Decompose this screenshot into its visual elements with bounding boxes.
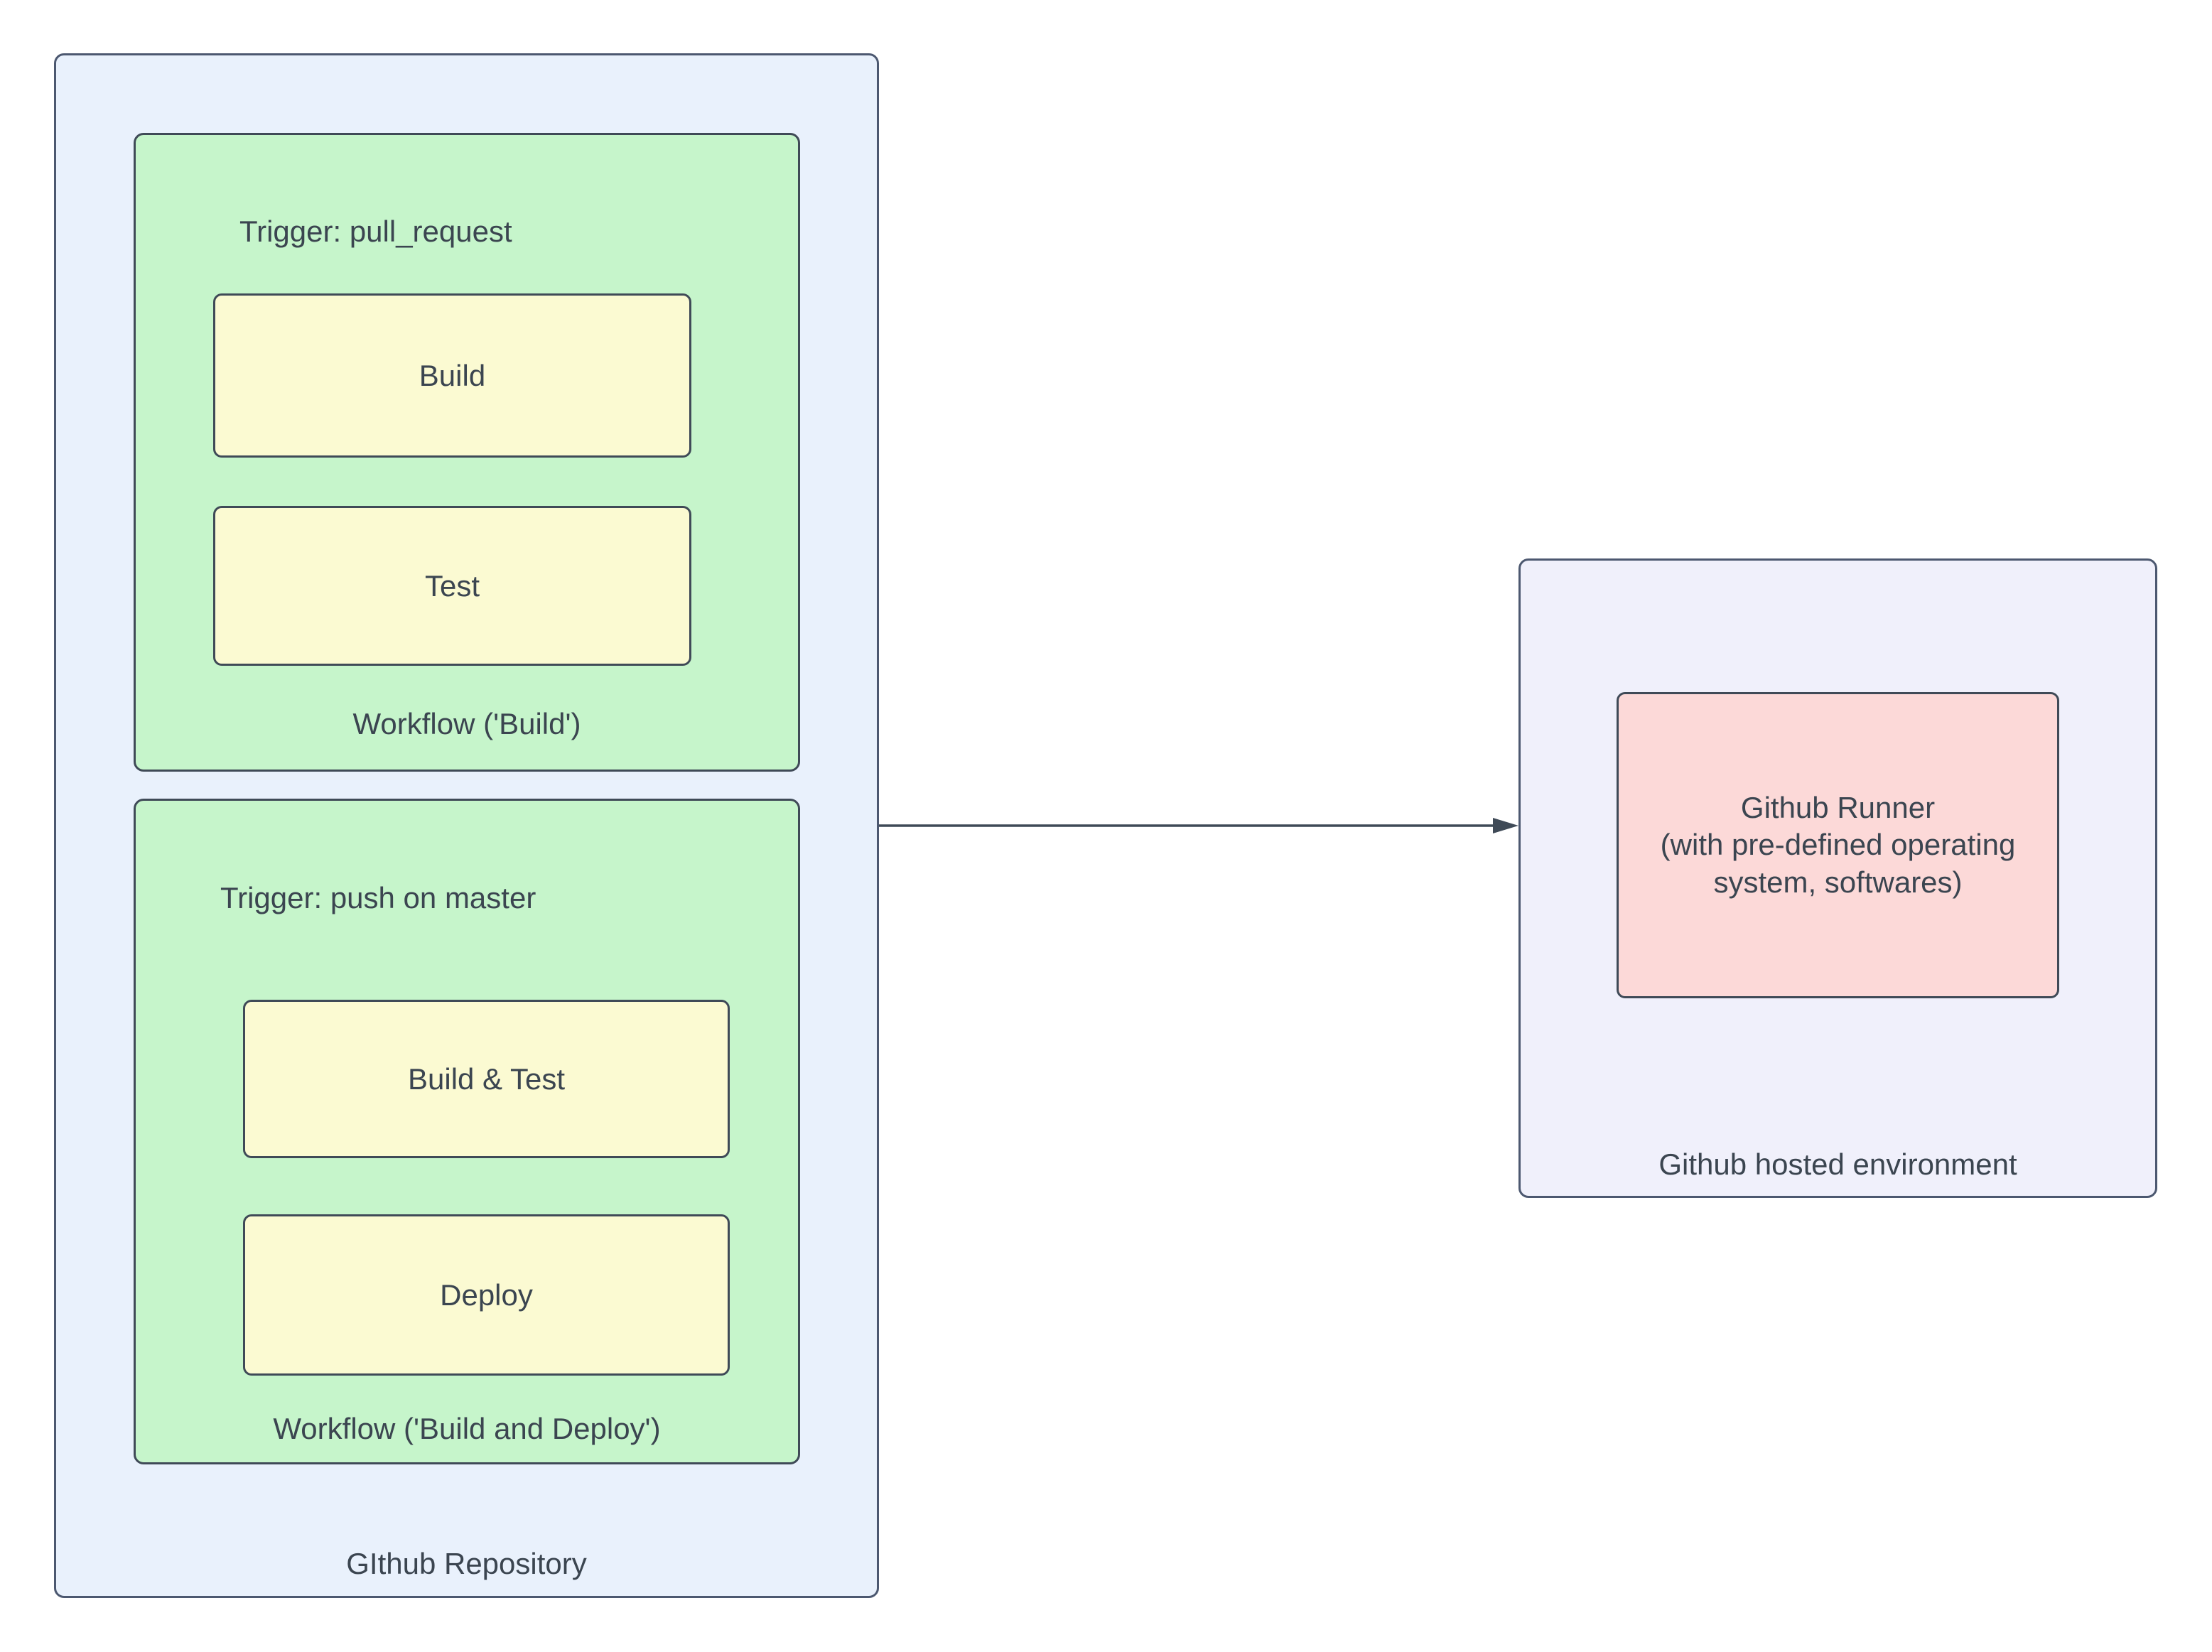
workflow-build-caption: Workflow ('Build') <box>352 707 581 740</box>
job-deploy: Deploy <box>243 1214 730 1376</box>
github-hosted-environment-caption: Github hosted environment <box>1658 1148 2017 1181</box>
job-test-label: Test <box>424 568 480 603</box>
job-build-and-test: Build & Test <box>243 1000 730 1158</box>
repo-to-environment-arrow <box>879 818 1518 833</box>
job-test: Test <box>213 506 691 666</box>
trigger-pull-request-label: Trigger: pull_request <box>239 215 512 248</box>
github-repository-container: Trigger: pull_request Build Test Workflo… <box>54 53 879 1598</box>
workflow-build-deploy-group: Trigger: push on master Build & Test Dep… <box>134 799 800 1464</box>
github-hosted-environment-container: Github Runner (with pre-defined operatin… <box>1518 558 2157 1198</box>
github-runner-box: Github Runner (with pre-defined operatin… <box>1617 692 2059 998</box>
trigger-push-master-label: Trigger: push on master <box>220 881 536 914</box>
job-build: Build <box>213 293 691 458</box>
arrowhead-icon <box>1493 818 1518 833</box>
job-deploy-label: Deploy <box>440 1278 533 1312</box>
workflow-build-deploy-caption: Workflow ('Build and Deploy') <box>273 1412 661 1445</box>
github-repository-caption: GIthub Repository <box>346 1547 587 1580</box>
workflow-build-group: Trigger: pull_request Build Test Workflo… <box>134 133 800 772</box>
job-build-and-test-label: Build & Test <box>407 1062 565 1096</box>
job-build-label: Build <box>419 358 486 392</box>
